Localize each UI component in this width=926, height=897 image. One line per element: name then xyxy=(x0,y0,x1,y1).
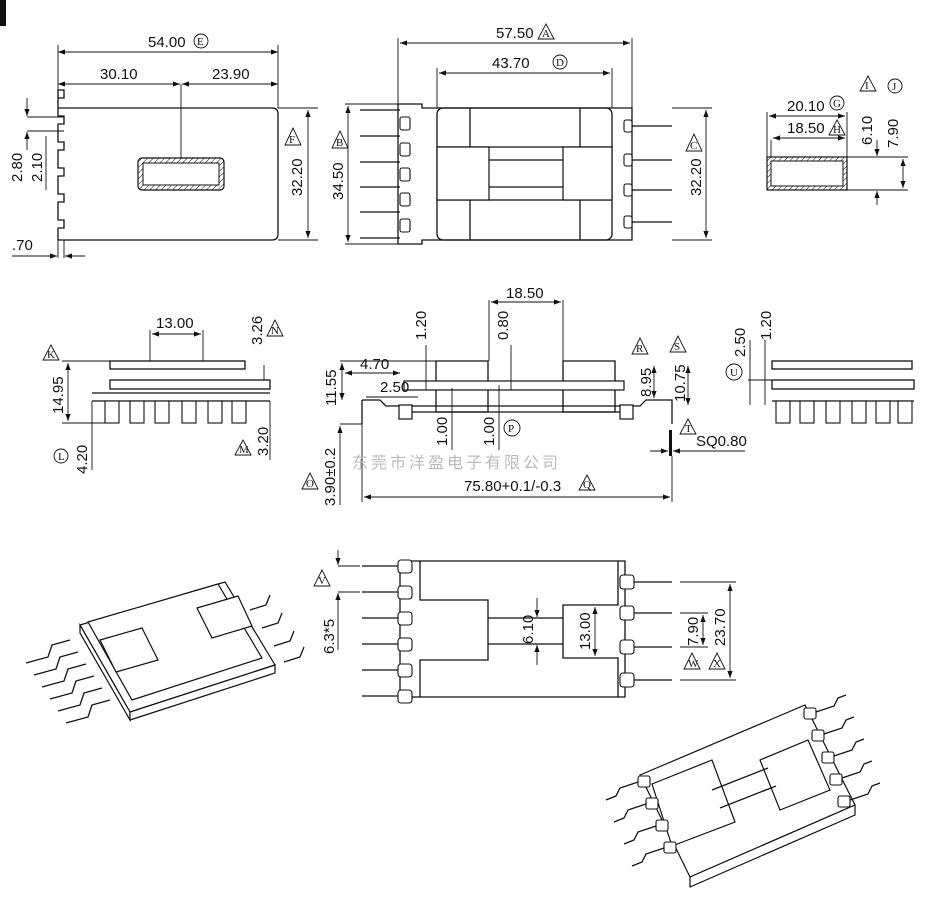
dim-1-20-right: 1.20 xyxy=(758,311,775,340)
side-right-view: 2.50 U 1.20 xyxy=(725,311,915,424)
dim-10-75: 10.75 xyxy=(672,364,689,402)
ref-O: O xyxy=(306,478,314,490)
ref-H: H xyxy=(833,124,841,136)
dim-2-80: 2.80 xyxy=(9,153,26,182)
ref-C: C xyxy=(690,140,697,152)
bottom-view: 6.3*5 V 6.10 13.00 7.90 W 23.70 X xyxy=(313,550,736,704)
dim-54: 54.00 xyxy=(148,34,186,51)
ref-G: G xyxy=(833,98,841,110)
isometric-view-left xyxy=(25,581,305,724)
dim-4-20: 4.20 xyxy=(74,445,91,474)
isometric-view-right xyxy=(605,694,881,888)
dim-23-90: 23.90 xyxy=(212,66,250,83)
dim-13-00: 13.00 xyxy=(156,315,194,332)
dim-23-70: 23.70 xyxy=(712,608,729,646)
watermark: 东莞市洋盈电子有限公司 xyxy=(352,453,561,472)
ref-S: S xyxy=(674,341,680,353)
ref-I: I xyxy=(865,80,869,92)
dim-30-10: 30.10 xyxy=(100,66,138,83)
dim-4-70: 4.70 xyxy=(360,356,389,373)
dim-6-3x5: 6.3*5 xyxy=(321,619,338,654)
front-view: 57.50 A 43.70 D 34.50 B 32.20 C xyxy=(330,23,712,245)
dim-32-20-right: 32.20 xyxy=(688,158,705,196)
ref-U: U xyxy=(730,367,738,379)
ref-D: D xyxy=(556,57,564,69)
dim-43-70: 43.70 xyxy=(492,55,530,72)
ref-B: B xyxy=(336,137,343,149)
ref-M: M xyxy=(239,444,249,456)
ref-F: F xyxy=(289,134,295,146)
dim-13-00-window: 13.00 xyxy=(577,612,594,650)
side-left-view: 13.00 3.26 N 14.95 K 4.20 L 3.20 M xyxy=(42,315,284,474)
ref-E: E xyxy=(197,36,204,48)
dim-3-26: 3.26 xyxy=(249,316,266,345)
dim-14-95: 14.95 xyxy=(50,376,67,414)
ref-P: P xyxy=(508,423,514,435)
dim-7-90-pins: 7.90 xyxy=(685,617,702,646)
ref-T: T xyxy=(685,423,692,435)
dim-34-50: 34.50 xyxy=(330,162,347,200)
corner-mark xyxy=(0,0,6,26)
dim-6-10-core: 6.10 xyxy=(520,615,537,644)
dim-57-50: 57.50 xyxy=(496,25,534,42)
dim-7-90: 7.90 xyxy=(885,119,902,148)
dim-11-55: 11.55 xyxy=(323,370,340,406)
dim-3-20: 3.20 xyxy=(255,427,272,456)
dim-2-50: 2.50 xyxy=(380,379,409,396)
dim-2-10: 2.10 xyxy=(29,153,46,182)
dim-75-80: 75.80+0.1/-0.3 xyxy=(464,478,561,495)
ref-K: K xyxy=(47,349,55,361)
dim-sq0-80: SQ0.80 xyxy=(696,433,747,450)
dim-32-20: 32.20 xyxy=(289,158,306,196)
ref-J: J xyxy=(892,81,897,93)
dim-0-70: .70 xyxy=(12,237,33,254)
ref-Q: Q xyxy=(583,479,591,491)
dim-20-10: 20.10 xyxy=(787,98,825,115)
dim-18-50: 18.50 xyxy=(787,120,825,137)
ref-X: X xyxy=(713,658,721,670)
dim-2-50-right: 2.50 xyxy=(732,328,749,357)
section-view: 20.10 G 18.50 H 6.10 I 7.90 J xyxy=(766,75,908,205)
ref-V: V xyxy=(318,575,326,587)
ref-L: L xyxy=(58,451,65,463)
ref-R: R xyxy=(636,343,644,355)
side-main-view: 18.50 1.20 0.80 11.55 4.70 2.50 1.00 1.0… xyxy=(301,285,747,506)
dim-1-20: 1.20 xyxy=(413,311,430,340)
dim-3-90: 3.90±0.2 xyxy=(322,448,339,506)
top-view: 54.00 E 30.10 23.90 32.20 F 2.80 2.10 .7… xyxy=(9,33,318,259)
ref-W: W xyxy=(688,658,699,670)
dim-1-00-a: 1.00 xyxy=(434,417,451,446)
ref-A: A xyxy=(542,28,550,40)
dim-1-00-b: 1.00 xyxy=(481,417,498,446)
dim-8-95: 8.95 xyxy=(638,368,655,397)
dim-18-50-gap: 18.50 xyxy=(506,285,544,302)
dim-0-80: 0.80 xyxy=(495,311,512,340)
dim-6-10: 6.10 xyxy=(859,116,876,145)
ref-N: N xyxy=(271,325,279,337)
